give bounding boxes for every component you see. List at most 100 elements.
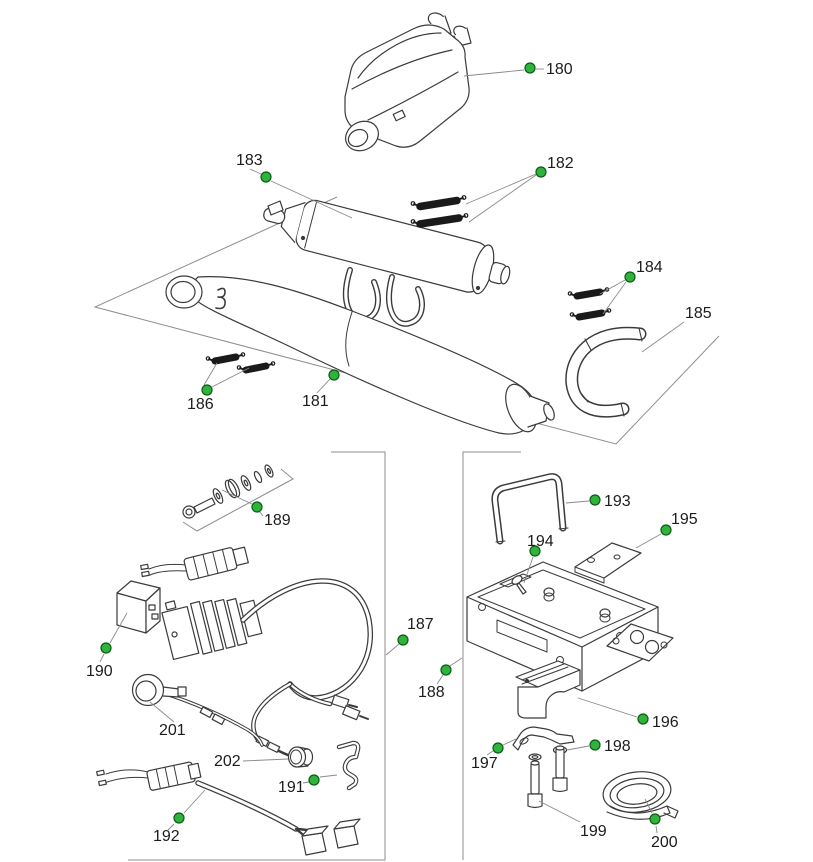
part-number-185[interactable]: 185 [685, 305, 712, 322]
silencer [263, 199, 511, 295]
exhaust-springs-186 [205, 352, 276, 374]
frame-electrical-group [128, 451, 386, 861]
callout-leader-196 [577, 697, 638, 718]
part-number-187[interactable]: 187 [407, 616, 434, 633]
callout-leader-183 [249, 168, 262, 175]
part-number-201[interactable]: 201 [159, 722, 186, 739]
mount-bracket [512, 726, 575, 751]
strap [602, 771, 679, 820]
callout-leader-190 [99, 653, 105, 663]
callout-leader-185 [641, 321, 685, 353]
part-dot-191[interactable] [308, 774, 320, 786]
part-dot-192[interactable] [173, 812, 185, 824]
part-number-202[interactable]: 202 [214, 753, 241, 770]
screw-washer-set [182, 464, 274, 519]
callout-leader-200 [644, 798, 653, 814]
callout-leader-186 [203, 362, 218, 386]
part-dot-195[interactable] [660, 524, 672, 536]
cable-cap [301, 832, 327, 856]
part-number-190[interactable]: 190 [86, 663, 113, 680]
part-number-198[interactable]: 198 [604, 738, 631, 755]
callout-leader-200 [655, 825, 658, 834]
part-number-197[interactable]: 197 [471, 755, 498, 772]
button [287, 746, 314, 768]
callout-leader-184 [602, 281, 627, 315]
callout-leader-202 [242, 758, 289, 762]
frame-washer-set [182, 468, 294, 532]
part-dot-198[interactable] [589, 739, 601, 751]
part-dot-182[interactable] [535, 166, 547, 178]
callout-leader-195 [635, 533, 662, 549]
tray-handle [491, 473, 569, 545]
part-dot-194[interactable] [529, 545, 541, 557]
part-dot-181[interactable] [328, 369, 340, 381]
part-number-188[interactable]: 188 [418, 684, 445, 701]
callout-leader-197 [486, 750, 494, 756]
part-number-189[interactable]: 189 [264, 512, 291, 529]
callout-leader-181 [316, 378, 331, 394]
air-filter-box [344, 12, 472, 152]
callout-leader-182 [465, 173, 537, 205]
cable-cap [333, 825, 359, 849]
part-number-194[interactable]: 194 [527, 533, 554, 550]
part-number-193[interactable]: 193 [604, 493, 631, 510]
regulator [161, 597, 263, 661]
part-dot-193[interactable] [589, 494, 601, 506]
support-plate [574, 542, 642, 584]
exhaust-springs-182 [410, 195, 469, 228]
callout-leader-192 [167, 823, 175, 831]
bolts [527, 745, 568, 809]
part-dot-196[interactable] [637, 713, 649, 725]
callout-leader-190 [109, 612, 128, 644]
callout-leader-183 [270, 180, 353, 219]
screw [511, 575, 527, 595]
exhaust-springs-184 [567, 287, 612, 321]
callout-leader-193 [565, 500, 590, 504]
part-dot-188[interactable] [440, 664, 452, 676]
part-number-184[interactable]: 184 [636, 259, 663, 276]
part-dot-183[interactable] [260, 171, 272, 183]
part-number-182[interactable]: 182 [547, 155, 574, 172]
frame-battery-group [462, 451, 521, 860]
part-number-183[interactable]: 183 [236, 152, 263, 169]
callout-leader-188 [436, 674, 444, 685]
callout-leader-192 [183, 789, 206, 814]
part-number-199[interactable]: 199 [580, 823, 607, 840]
exhaust-guard-pipe [565, 326, 647, 418]
callout-leader-189 [221, 489, 253, 505]
part-number-200[interactable]: 200 [651, 834, 678, 851]
expansion-chamber [165, 275, 555, 435]
part-number-196[interactable]: 196 [652, 714, 679, 731]
part-dot-189[interactable] [251, 501, 263, 513]
callout-leader-199 [538, 800, 581, 823]
callout-leader-191 [319, 774, 338, 778]
part-dot-184[interactable] [624, 271, 636, 283]
callout-leader-180 [463, 69, 525, 77]
callout-leader-187 [385, 643, 400, 656]
callout-leader-191 [302, 781, 310, 784]
part-dot-186[interactable] [201, 384, 213, 396]
callout-leader-194 [523, 556, 534, 584]
rubber-mount [515, 660, 581, 719]
part-number-191[interactable]: 191 [278, 779, 305, 796]
part-dot-190[interactable] [100, 642, 112, 654]
callout-leader-182 [468, 174, 537, 223]
clip [336, 740, 361, 791]
part-dot-200[interactable] [649, 813, 661, 825]
callout-leader-188 [449, 657, 463, 667]
relay [116, 580, 180, 634]
part-dot-187[interactable] [397, 634, 409, 646]
part-number-181[interactable]: 181 [302, 393, 329, 410]
part-dot-197[interactable] [492, 742, 504, 754]
callout-leader-184 [599, 279, 626, 295]
cable-harness [96, 761, 361, 856]
callout-leader-186 [211, 367, 250, 388]
part-dot-180[interactable] [524, 62, 536, 74]
part-number-180[interactable]: 180 [546, 61, 573, 78]
part-number-192[interactable]: 192 [153, 828, 180, 845]
part-number-195[interactable]: 195 [671, 511, 698, 528]
bullet-plugs [331, 694, 369, 721]
callout-leader-197 [502, 738, 517, 746]
part-number-186[interactable]: 186 [187, 396, 214, 413]
